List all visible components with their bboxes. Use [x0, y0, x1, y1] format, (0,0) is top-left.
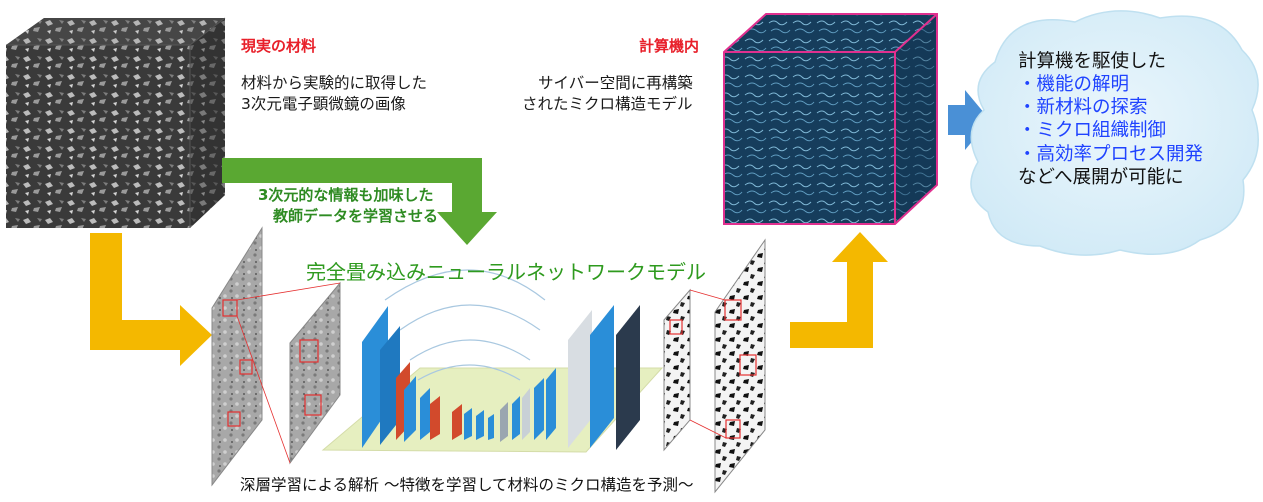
computer-title: 計算機内	[639, 37, 700, 55]
real-material-desc-line1: 材料から実験的に取得した	[241, 74, 428, 92]
cyber-space-cube	[723, 13, 938, 225]
output-image-slice	[663, 238, 766, 494]
training-arrow	[222, 158, 497, 245]
network-title: 完全畳み込みニューラルネットワークモデル	[306, 260, 706, 284]
cloud-footer: などへ展開が可能に	[1018, 166, 1184, 188]
real-material-cube	[6, 17, 226, 228]
input-arrow	[90, 233, 212, 366]
output-arrow	[790, 232, 888, 348]
training-note-line2: 教師データを学習させる	[273, 207, 439, 225]
computer-desc-line1: サイバー空間に再構築	[538, 74, 693, 92]
computer-desc-line2: されたミクロ構造モデル	[522, 95, 693, 113]
cloud-heading: 計算機を駆使した	[1018, 51, 1167, 72]
cloud-content: 計算機を駆使した ・機能の解明 ・新材料の探索 ・ミクロ組織制御 ・高効率プロセ…	[1018, 50, 1203, 189]
training-note-line1: 3次元的な情報も加味した	[258, 186, 434, 204]
cloud-item-process: ・高効率プロセス開発	[1018, 143, 1204, 165]
cloud-item-new-material: ・新材料の探索	[1018, 97, 1148, 119]
application-cloud	[970, 10, 1259, 256]
input-image-slice	[211, 226, 341, 487]
real-material-desc-line2: 3次元電子顕微鏡の画像	[241, 95, 406, 113]
cloud-item-function: ・機能の解明	[1018, 74, 1130, 96]
network-diagram	[321, 269, 664, 453]
result-arrow	[948, 90, 990, 150]
cloud-item-microstructure: ・ミクロ組織制御	[1018, 120, 1167, 142]
network-caption: 深層学習による解析 ～特徴を学習して材料のミクロ構造を予測～	[240, 476, 694, 494]
real-material-title: 現実の材料	[241, 37, 317, 55]
